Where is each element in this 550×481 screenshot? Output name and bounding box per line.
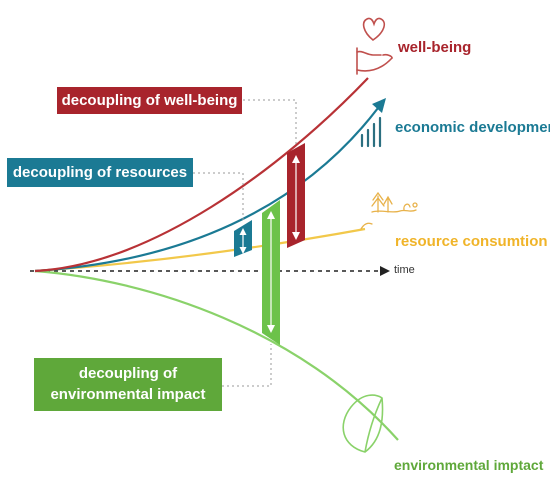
environmental-impact-label: environmental imptact [394, 457, 544, 473]
time-label: time [394, 264, 415, 276]
bar-chart-icon [360, 116, 382, 148]
resource-consumption-label: resource consumtion [395, 233, 548, 250]
leader-resources [193, 172, 244, 222]
leader-well-being [243, 99, 297, 146]
decoupling-environmental-line2: environmental impact [50, 386, 206, 403]
well-being-decoupling-bar [287, 143, 305, 248]
economic-development-curve [34, 107, 379, 273]
time-axis [30, 266, 390, 276]
heart-in-hand-icon [356, 17, 393, 75]
decoupling-environmental-line1: decoupling of [78, 365, 178, 382]
decoupling-environmental-box: decoupling of environmental impact [34, 358, 222, 411]
decoupling-well-being-box: decoupling of well-being [57, 87, 242, 114]
resources-decoupling-bar [234, 220, 252, 257]
well-being-label: well-being [398, 39, 472, 56]
environmental-impact-curve [34, 269, 399, 441]
trees-icon [360, 191, 418, 230]
economic-development-label: economic development [395, 119, 550, 136]
economic-arrowhead [372, 98, 386, 113]
leaf-icon [342, 394, 384, 453]
decoupling-resources-box: decoupling of resources [7, 158, 193, 187]
leader-environment [222, 344, 272, 387]
resource-consumption-curve [34, 227, 366, 273]
well-being-curve [34, 77, 369, 273]
environment-decoupling-bar [262, 200, 280, 345]
